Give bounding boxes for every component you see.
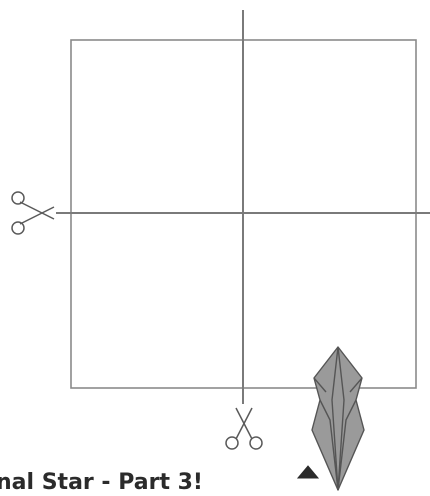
- diagram-caption: nal Star - Part 3!: [0, 470, 296, 496]
- triangle-icon: [298, 466, 318, 478]
- scissors-icon: [12, 192, 54, 234]
- folded-paper-star-point-icon: [312, 347, 364, 490]
- scissors-icon: [226, 408, 262, 449]
